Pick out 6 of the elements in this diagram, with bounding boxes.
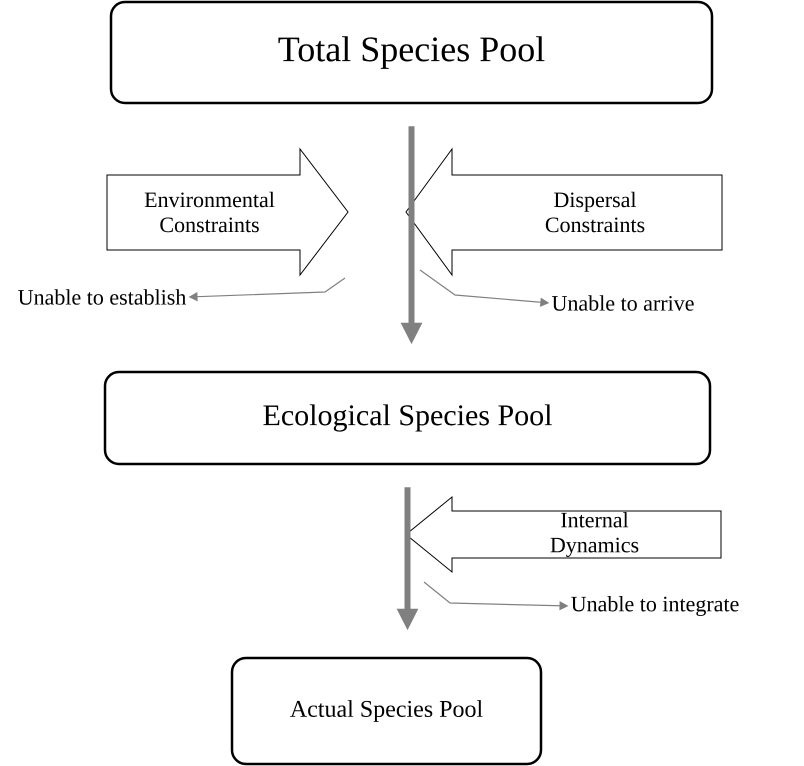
outcome-label: Unable to arrive (552, 295, 694, 311)
process-box: Ecological Species Pool (104, 370, 712, 466)
process-box: Total Species Pool (110, 0, 714, 104)
outcome-label: Unable to integrate (571, 596, 739, 616)
outcome-label: Unable to establish (18, 289, 186, 305)
process-box: Actual Species Pool (230, 656, 542, 766)
